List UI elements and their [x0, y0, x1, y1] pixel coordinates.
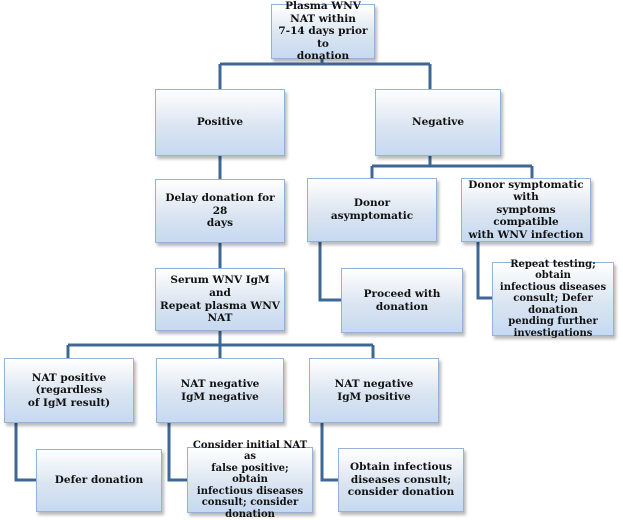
connector-natpos-defer [14, 423, 36, 482]
positive-box: Positive [155, 89, 285, 156]
connector-symptomatic-repeat [476, 242, 492, 300]
nat-positive-box: NAT positive (regardless of IgM result) [4, 358, 134, 423]
negative-box: Negative [375, 89, 501, 156]
infectious-consult-box: Obtain infectious diseases consult; cons… [338, 448, 464, 512]
false-positive-box: Consider initial NAT as false positive; … [187, 440, 313, 520]
defer-donation-box: Defer donation [36, 449, 162, 512]
connector-root-split [218, 59, 432, 89]
asymptomatic-box: Donor asymptomatic [307, 178, 437, 242]
connector-asymptomatic-proceed [318, 242, 341, 302]
connector-negneg-falsepos [167, 423, 187, 482]
delay-box: Delay donation for 28 days [155, 179, 285, 243]
nat-negative-igm-positive-box: NAT negative IgM positive [309, 358, 439, 423]
symptomatic-box: Donor symptomatic with symptoms compatib… [461, 178, 591, 242]
repeat-testing-box: Repeat testing; obtain infectious diseas… [492, 259, 614, 339]
connector-negative-split [370, 156, 534, 178]
root-box: Plasma WNV NAT within 7-14 days prior to… [271, 0, 375, 62]
connector-negpos-consult [320, 423, 338, 482]
proceed-box: Proceed with donation [341, 268, 463, 333]
nat-negative-igm-negative-box: NAT negative IgM negative [156, 358, 284, 423]
serum-box: Serum WNV IgM and Repeat plasma WNV NAT [155, 268, 285, 331]
connector-serum-split [66, 331, 375, 358]
